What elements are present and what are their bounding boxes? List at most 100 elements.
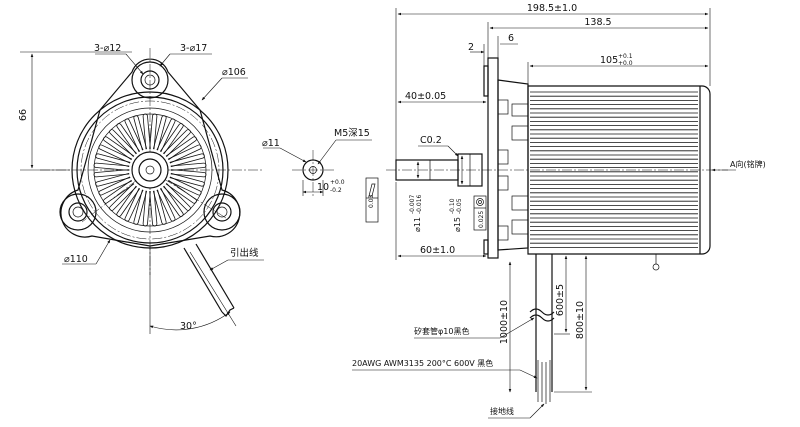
detail-shaft-dia-label: ⌀11 xyxy=(262,138,280,149)
front-fin xyxy=(159,123,184,155)
front-fin xyxy=(167,176,202,196)
cover-rib xyxy=(511,195,529,211)
front-fin xyxy=(170,162,207,171)
front-radial-fins xyxy=(93,113,207,227)
front-fin xyxy=(109,183,137,211)
front-fin xyxy=(163,183,191,211)
side-boss-main: ⌀15 xyxy=(453,217,462,232)
cover-rib xyxy=(511,103,529,117)
detail-depth-tol-low: -0.2 xyxy=(330,187,342,194)
front-fin xyxy=(133,115,148,151)
front-fin xyxy=(98,144,133,164)
front-fin xyxy=(109,129,137,157)
side-ground-lug xyxy=(652,263,660,271)
front-fin xyxy=(169,172,205,187)
front-fin xyxy=(156,118,176,153)
front-fin xyxy=(93,169,130,178)
side-sleeve-label: 矽套管φ10黑色 xyxy=(414,326,469,336)
front-fin xyxy=(170,169,207,178)
side-boss-up: -0.10 xyxy=(449,198,456,214)
side-view: 198.5±1.0 138.5 6 2 105 +0.1 +0.0 40±0.0… xyxy=(352,3,766,419)
front-outer-dia-label: ⌀110 xyxy=(64,254,88,265)
front-fin xyxy=(159,185,184,217)
front-flange-outline xyxy=(60,58,241,247)
front-fin xyxy=(142,190,151,227)
detail-thread-label: M5深15 xyxy=(334,128,370,139)
side-shaft-fit-up: -0.007 xyxy=(409,194,416,214)
side-housing xyxy=(527,85,711,255)
side-cable xyxy=(529,254,555,404)
detail-shaft-circle xyxy=(302,159,324,181)
side-chamfer-label: C0.2 xyxy=(420,135,442,146)
front-fin xyxy=(116,185,141,217)
side-front-cover xyxy=(497,79,529,251)
side-lead-800-label: 800±10 xyxy=(575,301,586,339)
side-ground-label: 接地线 xyxy=(490,406,514,416)
side-wire-spec-label: 20AWG AWM3135 200°C 600V 黑色 xyxy=(352,358,493,368)
side-housing-main: 105 xyxy=(600,55,618,66)
front-fin xyxy=(103,179,135,204)
side-flatness-value: 0.03 xyxy=(368,194,375,208)
front-fin xyxy=(133,189,148,225)
side-shaft-fit-low: -0.016 xyxy=(416,194,423,214)
front-fin xyxy=(103,136,135,161)
side-boss-low: -0.05 xyxy=(456,198,463,214)
front-fin xyxy=(95,153,131,168)
detail-depth-tol-up: +0.0 xyxy=(330,179,345,186)
side-body-length-label: 138.5 xyxy=(584,17,611,28)
front-mount-hole-top xyxy=(131,61,169,99)
detail-depth-main: 10 xyxy=(317,182,329,193)
front-fin xyxy=(165,179,197,204)
side-shaft-fit-main: ⌀11 xyxy=(413,217,422,232)
front-fin xyxy=(124,118,144,153)
shaft-detail-view: ⌀11 M5深15 10 +0.0 -0.2 xyxy=(262,128,372,196)
front-fin xyxy=(93,162,130,171)
front-fin xyxy=(116,123,141,155)
side-lead-1000-label: 1000±10 xyxy=(499,300,510,344)
front-angle-label: 30° xyxy=(180,321,197,332)
cover-rib xyxy=(497,175,509,191)
cover-rib xyxy=(511,125,529,141)
side-concentricity-value: 0.025 xyxy=(478,211,485,228)
front-fin xyxy=(165,136,197,161)
front-fin xyxy=(152,115,167,151)
side-dim-2: 2 xyxy=(468,42,474,53)
front-fin xyxy=(98,176,133,196)
side-shaft-length-label: 40±0.05 xyxy=(405,91,446,102)
cover-rib xyxy=(497,99,509,115)
front-lead-label: 引出线 xyxy=(230,247,259,259)
front-fin xyxy=(149,113,158,150)
cover-rib xyxy=(497,225,509,241)
front-fin-boundary xyxy=(93,113,207,227)
cover-rib xyxy=(511,219,529,235)
front-view: 66 3-⌀12 3-⌀17 ⌀106 ⌀110 引出线 30° xyxy=(18,43,264,334)
side-flatness-frame: 0.03 xyxy=(365,177,379,223)
front-fin xyxy=(149,190,158,227)
front-centerline-diag-left xyxy=(81,169,151,223)
front-bolt-circle xyxy=(80,100,220,240)
front-hole-small-label: 3-⌀12 xyxy=(94,43,121,54)
front-shaft xyxy=(138,158,162,182)
side-shaft-ref-label: 60±1.0 xyxy=(420,245,455,256)
side-flange xyxy=(487,57,499,259)
side-housing-fins xyxy=(530,91,698,248)
front-fin xyxy=(163,129,191,157)
front-flange-dia-label: ⌀106 xyxy=(222,67,246,78)
front-mount-hole-left xyxy=(59,193,97,231)
detail-thread-hole xyxy=(309,166,317,174)
front-fin xyxy=(152,189,167,225)
front-mount-hole-right xyxy=(203,193,241,231)
side-total-length-label: 198.5±1.0 xyxy=(527,3,577,14)
front-housing-rim xyxy=(76,96,224,244)
cover-rib xyxy=(497,149,509,165)
front-height-label: 66 xyxy=(18,109,29,121)
front-hub xyxy=(131,151,169,189)
side-housing-tol-low: +0.0 xyxy=(618,60,633,67)
front-shaft-hole xyxy=(145,165,155,175)
side-direction-label: A向(铭牌) xyxy=(730,159,766,169)
side-lead-600-label: 600±5 xyxy=(555,284,566,316)
front-fin xyxy=(95,172,131,187)
front-fin xyxy=(167,144,202,164)
side-housing-tol-up: +0.1 xyxy=(618,53,633,60)
